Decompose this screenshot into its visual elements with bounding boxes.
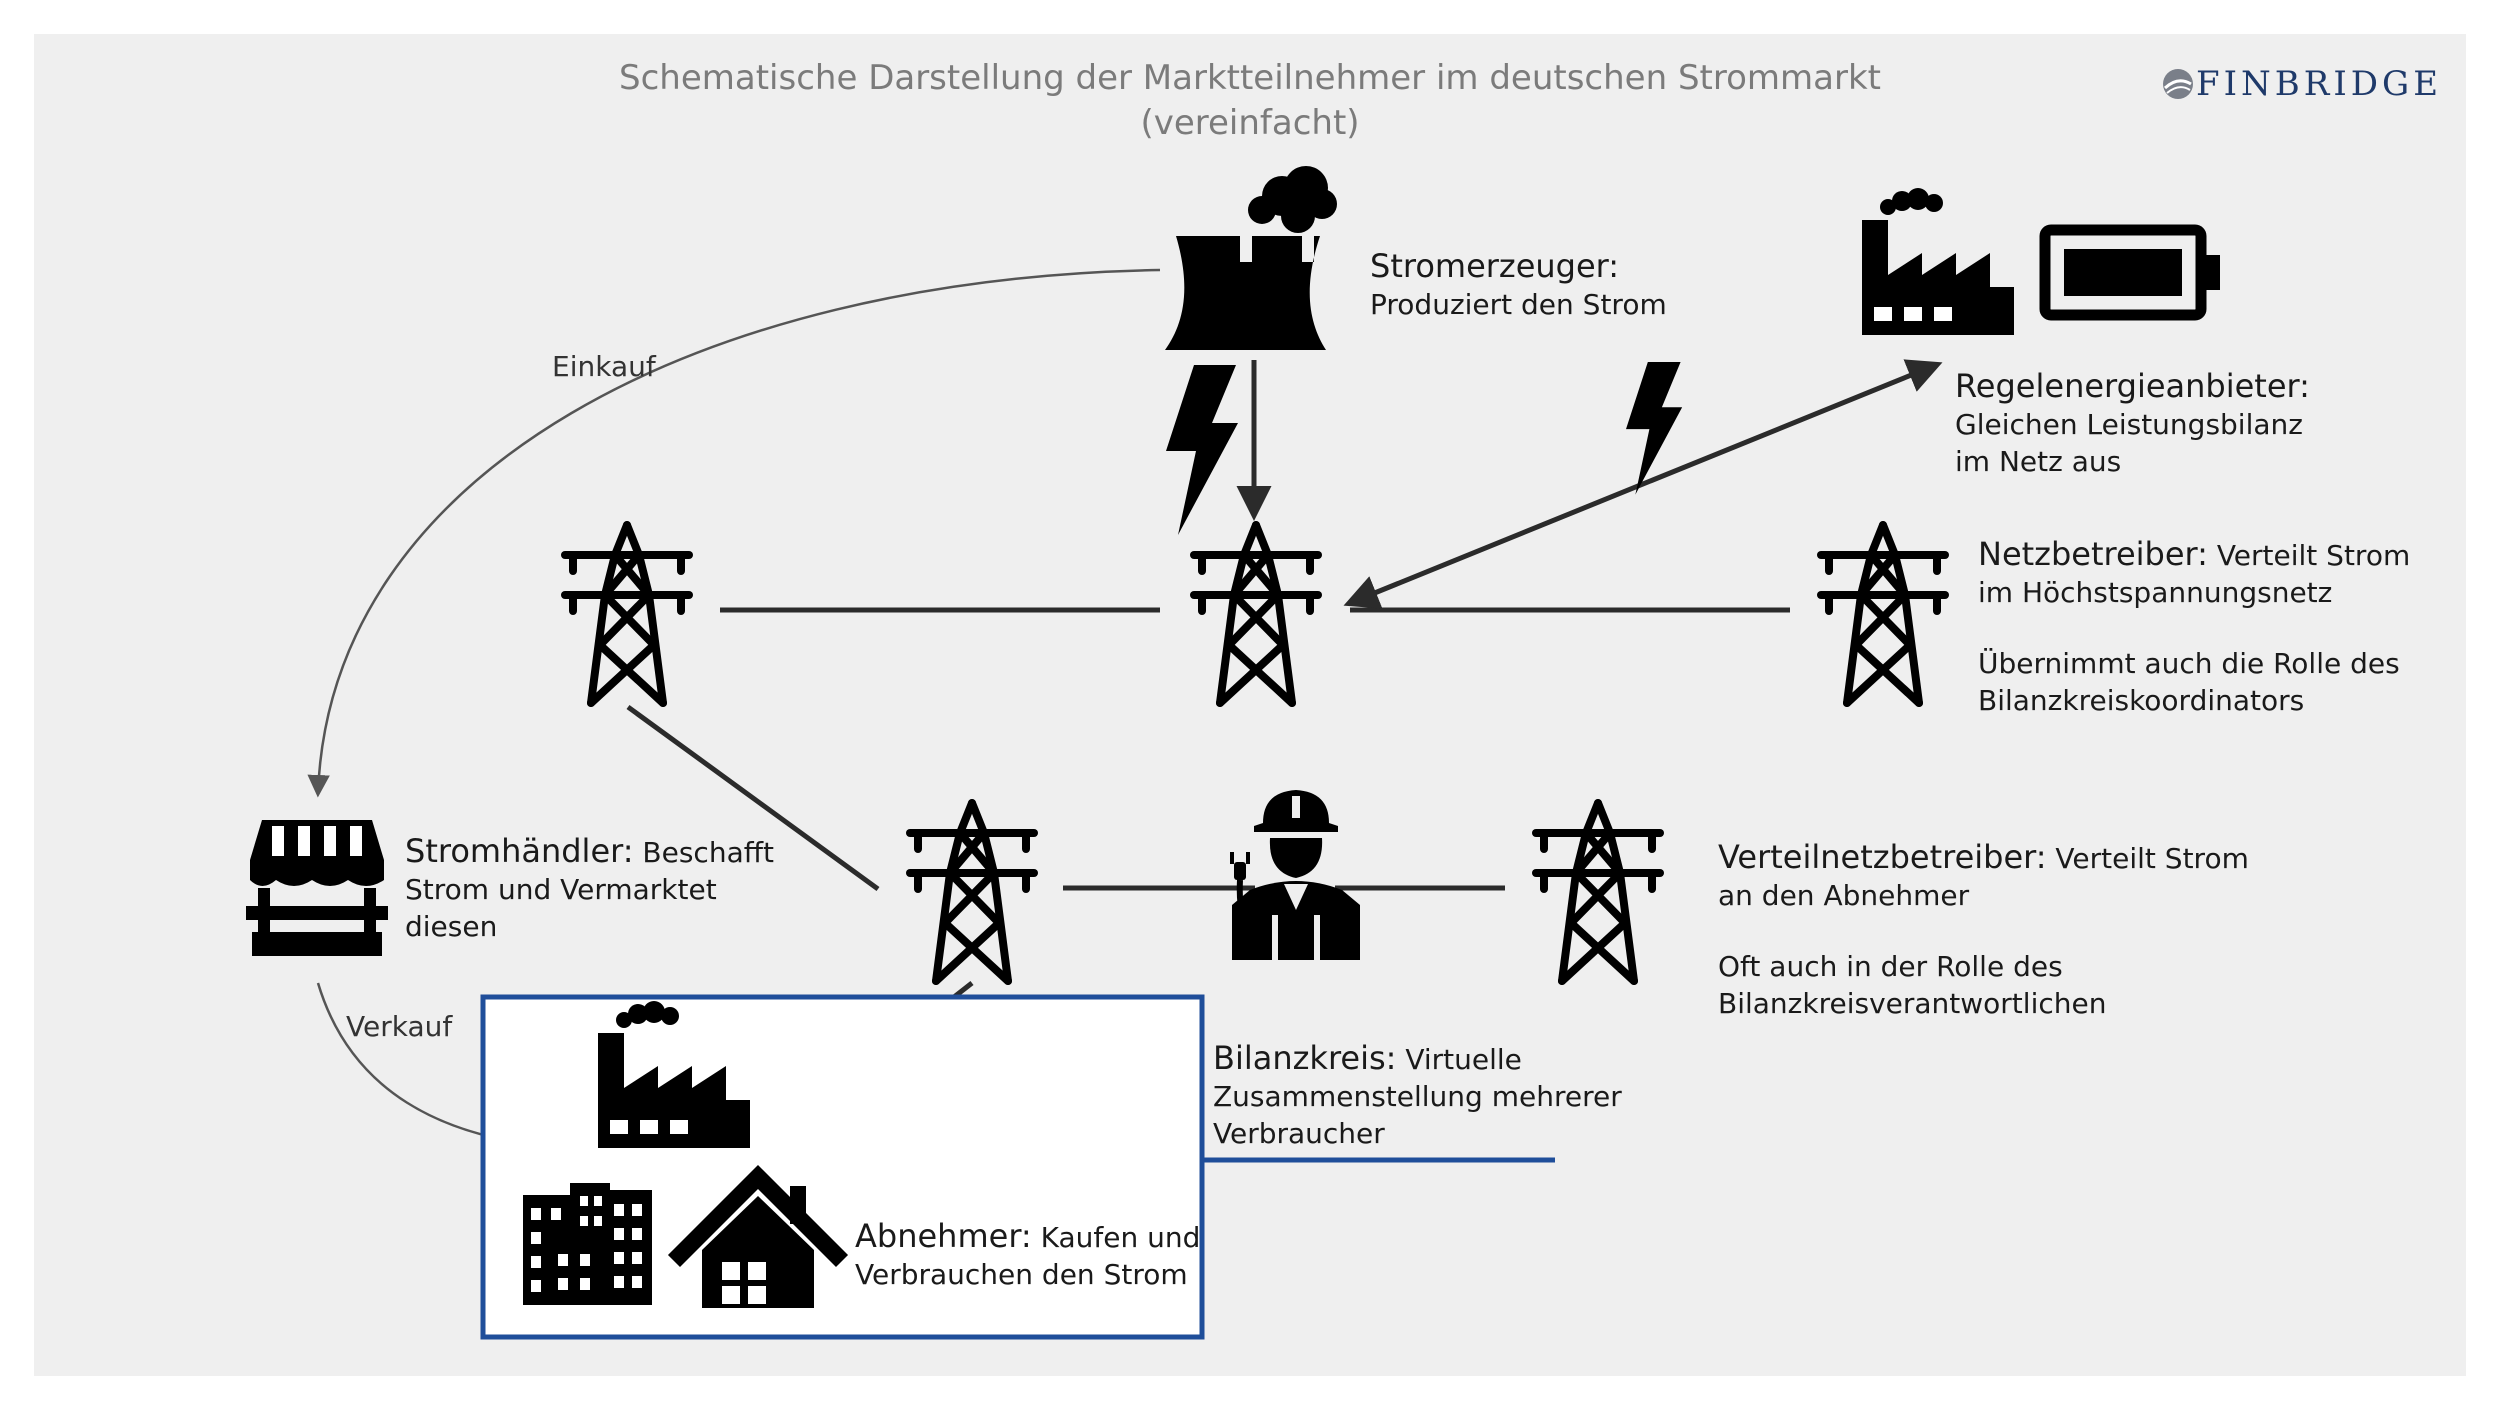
regelenergie-name: Regelenergieanbieter: <box>1955 367 2310 405</box>
stromhaendler-desc: Beschafft <box>633 836 774 869</box>
regelenergie-desc-2: im Netz aus <box>1955 445 2122 479</box>
house-icon <box>667 1164 849 1308</box>
power-plant-icon <box>1165 166 1337 350</box>
bilanzkreis-desc: Virtuelle <box>1396 1043 1522 1076</box>
verteilnetz-desc-2: Oft auch in der Rolle des <box>1718 950 2063 984</box>
verteilnetz-label: Verteilnetzbetreiber: Verteilt Strom an … <box>1718 836 2249 1023</box>
abnehmer-desc: Kaufen und <box>1031 1221 1201 1254</box>
line-tower1-tower4 <box>626 704 880 892</box>
bilanzkreis-label: Bilanzkreis: Virtuelle Zusammenstellung … <box>1213 1037 1622 1153</box>
netzbetreiber-desc-2: Übernimmt auch die Rolle des <box>1978 647 2400 681</box>
abnehmer-desc-1: Verbrauchen den Strom <box>855 1258 1188 1292</box>
purchase-flow-arrow <box>307 268 1161 798</box>
netzbetreiber-desc-3: Bilanzkreiskoordinators <box>1978 684 2305 718</box>
diagram-title: Schematische Darstellung der Marktteilne… <box>500 56 2000 146</box>
buildings-icon <box>523 1183 652 1305</box>
transmission-tower-icon <box>1536 803 1660 981</box>
abnehmer-label: Abnehmer: Kaufen und Verbrauchen den Str… <box>855 1215 1200 1294</box>
verteilnetz-desc: Verteilt Strom <box>2046 842 2249 875</box>
bilanzkreis-name: Bilanzkreis: <box>1213 1039 1397 1077</box>
lightning-icon <box>1626 362 1683 495</box>
stromhaendler-label: Stromhändler: Beschafft Strom und Vermar… <box>405 830 774 946</box>
transmission-tower-icon <box>910 803 1034 981</box>
stromerzeuger-desc: Produziert den Strom <box>1370 288 1667 322</box>
finbridge-logo: FINBRIDGE <box>2160 60 2442 108</box>
bilanzkreis-desc-2: Verbraucher <box>1213 1117 1385 1151</box>
netzbetreiber-label: Netzbetreiber: Verteilt Strom im Höchsts… <box>1978 533 2410 720</box>
regelenergie-desc-1: Gleichen Leistungsbilanz <box>1955 408 2303 442</box>
stromhaendler-desc-2: diesen <box>405 910 498 944</box>
stromerzeuger-name: Stromerzeuger <box>1370 247 1609 285</box>
abnehmer-name: Abnehmer: <box>855 1217 1032 1255</box>
lightning-icon <box>1166 365 1238 535</box>
arrow-grid-balancing <box>1343 359 1943 609</box>
factory-icon <box>1862 188 2014 335</box>
title-line-1: Schematische Darstellung der Marktteilne… <box>619 58 1881 98</box>
netzbetreiber-desc-1: im Höchstspannungsnetz <box>1978 576 2333 610</box>
stromhaendler-desc-1: Strom und Vermarktet <box>405 873 717 907</box>
transmission-tower-icon <box>1821 525 1945 703</box>
title-line-2: (vereinfacht) <box>1140 102 1360 143</box>
sale-label: Verkauf <box>346 1010 453 1043</box>
diagram-background <box>34 34 2466 1376</box>
netzbetreiber-desc: Verteilt Strom <box>2207 539 2411 572</box>
verteilnetz-name: Verteilnetzbetreiber: <box>1718 838 2047 876</box>
technician-icon <box>1230 790 1360 963</box>
logo-wordmark: FINBRIDGE <box>2196 64 2443 104</box>
battery-icon <box>2039 224 2220 321</box>
transmission-tower-icon <box>565 525 689 703</box>
stromhaendler-name: Stromhändler: <box>405 832 634 870</box>
regelenergie-label: Regelenergieanbieter: Gleichen Leistungs… <box>1955 365 2310 481</box>
logo-mark-icon <box>2163 69 2193 99</box>
netzbetreiber-name: Netzbetreiber: <box>1978 535 2208 573</box>
stromerzeuger-label: Stromerzeuger: Produziert den Strom <box>1370 245 1667 324</box>
bilanzkreis-desc-1: Zusammenstellung mehrerer <box>1213 1080 1622 1114</box>
purchase-label: Einkauf <box>552 350 656 383</box>
transmission-tower-icon <box>1194 525 1318 703</box>
verteilnetz-desc-1: an den Abnehmer <box>1718 879 1970 913</box>
verteilnetz-desc-3: Bilanzkreisverantwortlichen <box>1718 987 2107 1021</box>
market-stall-icon <box>246 820 388 956</box>
